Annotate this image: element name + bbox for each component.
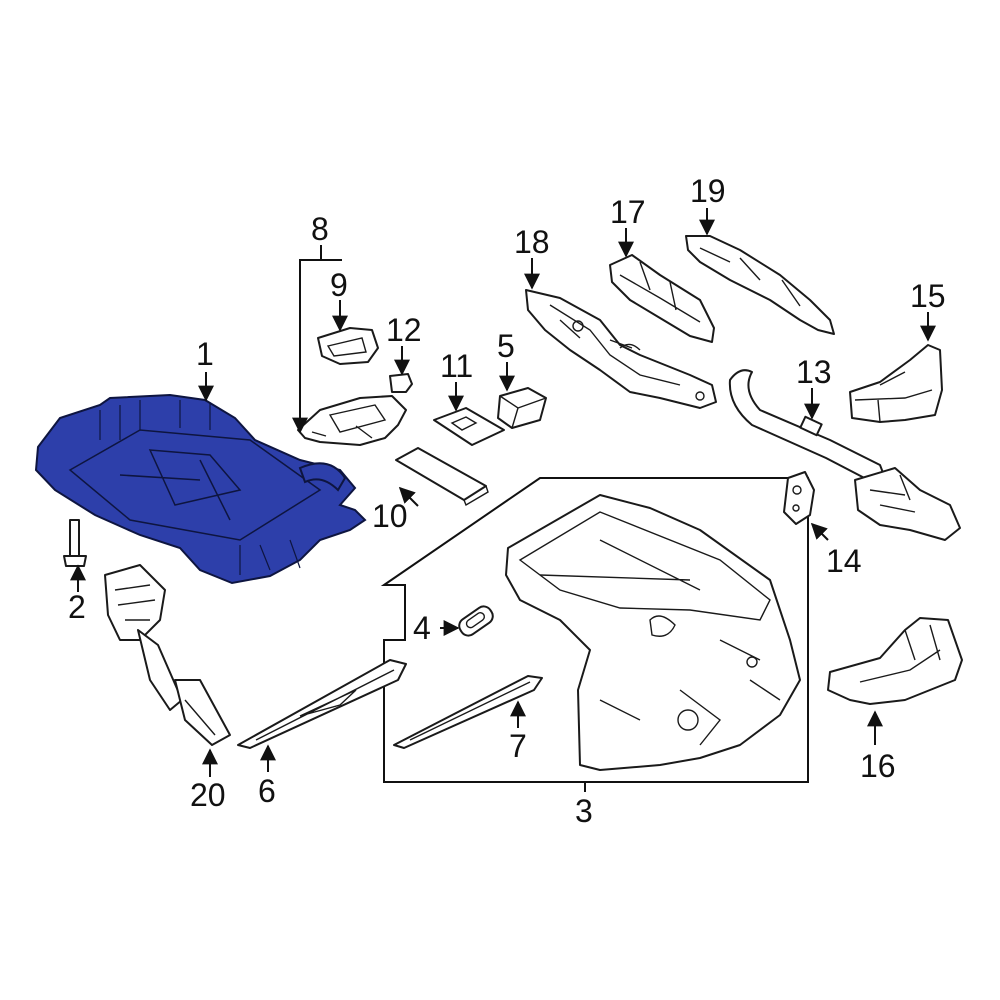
part-10-plate[interactable] — [395, 447, 489, 507]
part-2-bolt[interactable] — [63, 519, 87, 567]
callout-1: 1 — [196, 336, 214, 372]
callout-12: 12 — [386, 312, 422, 348]
callout-20: 20 — [190, 777, 226, 813]
part-17-bracket[interactable] — [609, 254, 715, 343]
part-20-pedal[interactable] — [104, 564, 231, 746]
part-16-bracket[interactable] — [827, 617, 963, 705]
leader-lines — [70, 208, 936, 777]
callout-6: 6 — [258, 773, 276, 809]
callout-labels: 1 2 3 4 5 6 7 8 9 10 11 12 13 14 15 16 1… — [68, 173, 946, 829]
callout-13: 13 — [796, 354, 832, 390]
part-13-hose[interactable] — [728, 369, 961, 541]
callout-18: 18 — [514, 224, 550, 260]
callout-4: 4 — [413, 610, 431, 646]
callout-15: 15 — [910, 278, 946, 314]
callout-9: 9 — [330, 267, 348, 303]
callout-2: 2 — [68, 589, 86, 625]
part-4-seal[interactable] — [456, 603, 496, 638]
part-5-block[interactable] — [497, 387, 547, 429]
callout-10: 10 — [372, 498, 408, 534]
part-7-strip[interactable] — [393, 675, 543, 749]
callout-11: 11 — [440, 348, 473, 384]
part-3-group-outline — [380, 477, 809, 783]
callout-8: 8 — [311, 211, 329, 247]
part-15-shield[interactable] — [849, 344, 943, 423]
part-14-clip[interactable] — [783, 471, 815, 525]
part-11-pad[interactable] — [433, 407, 505, 446]
part-12-clip[interactable] — [389, 373, 413, 393]
part-3-housing[interactable] — [505, 494, 801, 771]
callout-7: 7 — [509, 728, 527, 764]
callout-17: 17 — [610, 194, 646, 230]
part-18-bracket[interactable] — [525, 289, 717, 409]
part-1-module[interactable] — [34, 393, 367, 585]
callout-5: 5 — [497, 328, 515, 364]
part-6-strip[interactable] — [237, 659, 407, 749]
part-9-cover[interactable] — [317, 327, 379, 365]
callout-19: 19 — [690, 173, 726, 209]
part-19-bracket[interactable] — [685, 235, 835, 335]
callout-3: 3 — [575, 793, 593, 829]
part-8-bracket[interactable] — [297, 395, 407, 446]
callout-14: 14 — [826, 543, 862, 579]
callout-16: 16 — [860, 748, 896, 784]
